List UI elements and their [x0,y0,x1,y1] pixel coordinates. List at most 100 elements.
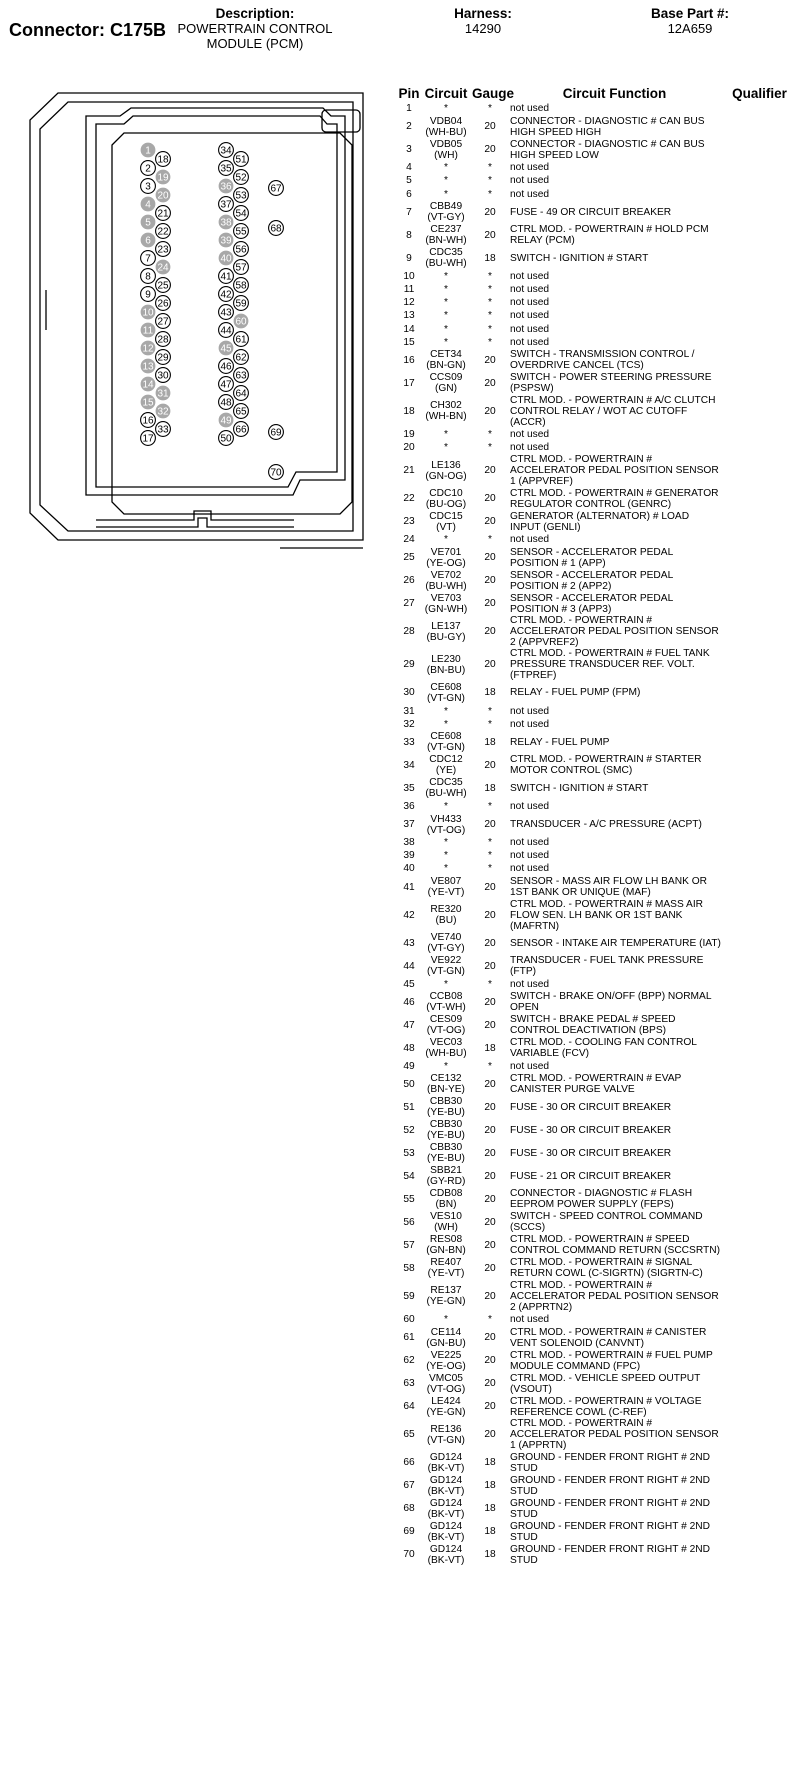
circuit-cell: VEC03 (WH-BU) [425,1037,467,1060]
pin-cell: 27 [403,598,415,610]
function-cell: CONNECTOR - DIAGNOSTIC # CAN BUS HIGH SP… [510,138,705,161]
pin-number: 16 [142,415,154,426]
table-row: 20**not used [398,441,798,454]
qualifier-cell [721,1119,798,1142]
qualifier-cell [721,309,798,322]
qualifier-cell [721,1234,798,1257]
pin-cavity: 22 [155,223,171,239]
pin-circle [218,214,234,230]
gauge-cell: 20 [484,465,496,477]
qualifier-cell [721,1520,798,1543]
circuit-cell: CET34 (BN-GN) [426,349,466,372]
table-row: 11**not used [398,283,798,296]
qualifier-cell [721,270,798,283]
pin-cavity: 17 [140,430,156,446]
description-label: Description: [215,6,295,21]
pin-circle [155,331,171,347]
table-row: 49**not used [398,1060,798,1073]
function-cell: not used [510,534,550,546]
gauge-cell: * [488,175,492,187]
pin-number: 22 [157,226,169,237]
function-cell: SWITCH - IGNITION # START [510,252,649,264]
pin-number: 12 [142,343,154,354]
pin-circle [233,205,249,221]
pin-cavity: 64 [233,385,249,401]
qualifier-cell [721,174,798,187]
pin-cavity: 62 [233,349,249,365]
pin-cell: 51 [403,1101,415,1113]
circuit-cell: CDC35 (BU-WH) [425,777,467,800]
pin-number: 17 [142,433,154,444]
pin-number: 1 [145,145,151,156]
circuit-cell: CDC12 (YE) [429,754,463,777]
pin-cell: 11 [403,284,415,296]
gauge-cell: 20 [484,960,496,972]
qualifier-cell [721,849,798,862]
pin-circle [155,403,171,419]
circuit-cell: GD124 (BK-VT) [427,1543,465,1566]
qualifier-cell [721,1280,798,1313]
function-cell: not used [510,442,550,454]
qualifier-cell [721,955,798,978]
circuit-cell: VDB04 (WH-BU) [425,115,467,138]
circuit-cell: CBB30 (YE-BU) [427,1096,465,1119]
pin-circle [218,142,234,158]
gauge-cell: 18 [484,687,496,699]
pin-cavity: 12 [140,340,156,356]
pin-cell: 5 [406,175,412,187]
pin-number: 32 [157,406,169,417]
pin-cell: 66 [403,1457,415,1469]
pin-number: 52 [235,172,247,183]
function-cell: not used [510,270,550,282]
function-cell: not used [510,175,550,187]
pin-cell: 23 [403,516,415,528]
gauge-cell: 20 [484,1193,496,1205]
harness-block: Harness: 14290 [418,6,548,36]
pin-cavity: 66 [233,421,249,437]
circuit-cell: CE237 (BN-WH) [425,224,467,247]
circuit-cell: * [444,442,448,454]
gauge-cell: 20 [484,909,496,921]
qualifier-cell [721,188,798,201]
qualifier-cell [721,102,798,115]
pin-number: 49 [220,415,232,426]
table-row: 45**not used [398,978,798,991]
pin-cavity: 40 [218,250,234,266]
pin-circle [140,322,156,338]
pin-number: 42 [220,289,232,300]
function-cell: CTRL MOD. - POWERTRAIN # ACCELERATOR PED… [510,1418,719,1452]
pin-cavity: 50 [218,430,234,446]
qualifier-cell [721,201,798,224]
gauge-cell: 20 [484,405,496,417]
pin-circle [155,367,171,383]
gauge-cell: 20 [484,354,496,366]
circuit-cell: GD124 (BK-VT) [427,1474,465,1497]
pin-cell: 45 [403,978,415,990]
table-row: 5**not used [398,174,798,187]
pin-number: 27 [157,316,169,327]
pin-number: 5 [145,217,151,228]
function-cell: SENSOR - INTAKE AIR TEMPERATURE (IAT) [510,937,721,949]
function-cell: CTRL MOD. - POWERTRAIN # EVAP CANISTER P… [510,1073,682,1096]
pin-circle [218,304,234,320]
pin-circle [155,187,171,203]
qualifier-cell [721,862,798,875]
pin-number: 44 [220,325,232,336]
pin-cell: 18 [403,405,415,417]
function-cell: RELAY - FUEL PUMP (FPM) [510,687,641,699]
circuit-cell: CDC10 (BU-OG) [425,487,467,510]
function-cell: CTRL MOD. - POWERTRAIN # A/C CLUTCH CONT… [510,394,716,428]
pin-number: 26 [157,298,169,309]
pin-cavity: 13 [140,358,156,374]
pin-circle [268,424,284,440]
pin-circle [218,376,234,392]
qualifier-cell [721,1073,798,1096]
qualifier-cell [721,441,798,454]
circuit-cell: LE136 (GN-OG) [425,459,467,482]
